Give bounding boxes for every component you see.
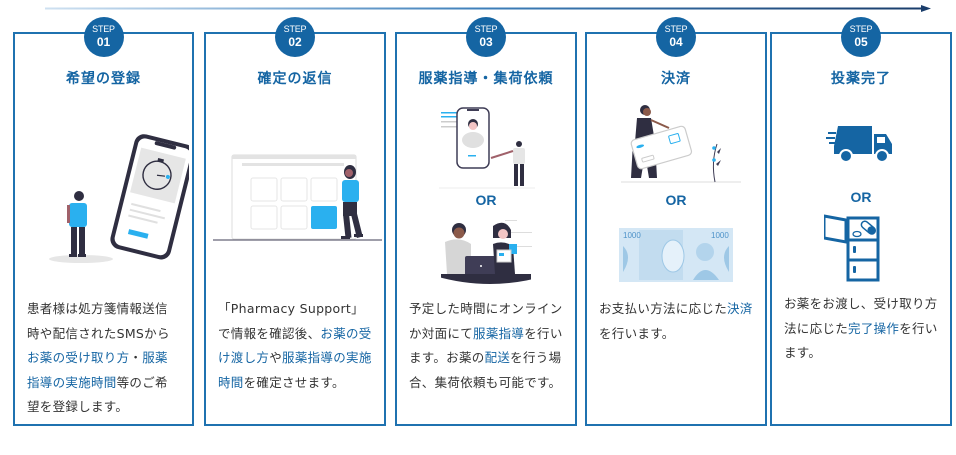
step-title: 希望の登録 — [66, 71, 141, 87]
medicine-locker-icon — [822, 214, 884, 286]
step-description: 「Pharmacy Support」で情報を確認後、お薬の受け渡し方や服薬指導の… — [206, 297, 384, 395]
step-card-05: STEP 05 投薬完了 OR お薬 — [770, 17, 952, 426]
step-title: 投薬完了 — [831, 71, 891, 87]
description-text: 等のご希望を登録します。 — [27, 374, 168, 415]
description-text: 予定した時間にオンラインか対面にて — [409, 301, 563, 341]
highlighted-text: 服薬指導 — [473, 325, 525, 341]
step-card-04: STEP 04 決済 OR — [585, 17, 767, 426]
step-badge-label: STEP — [474, 24, 498, 34]
highlighted-text: お薬の受け取り方 — [27, 350, 130, 365]
woman-with-calendar-illustration — [210, 152, 382, 251]
or-separator: OR — [850, 189, 872, 205]
step-title: 決済 — [661, 71, 691, 87]
description-text: や — [269, 350, 283, 365]
person-with-smartphone-illustration — [29, 129, 195, 273]
step-description: お薬をお渡し、受け取り方法に応じた完了操作を行います。 — [772, 292, 950, 366]
step-badge: STEP 02 — [275, 17, 315, 57]
step-badge: STEP 05 — [841, 17, 881, 57]
step-badge-label: STEP — [849, 24, 873, 34]
description-text: ・ — [129, 350, 143, 365]
description-text: 「Pharmacy Support」で情報を確認後、 — [218, 301, 364, 341]
banknote-value-right: 1000 — [711, 231, 729, 240]
online-consultation-illustration — [435, 106, 545, 194]
step-title: 確定の返信 — [257, 71, 333, 87]
step-card-03: STEP 03 服薬指導・集荷依頼 OR — [395, 17, 577, 426]
banknote-value-left: 1000 — [623, 231, 641, 240]
step-badge-number: 04 — [669, 35, 683, 49]
description-text: を行います。 — [784, 320, 938, 361]
step-badge: STEP 04 — [656, 17, 696, 57]
highlighted-text: 配送 — [484, 350, 511, 365]
description-text: を確定させます。 — [243, 374, 345, 390]
highlighted-text: 服薬指導の実施時間 — [218, 350, 372, 390]
description-text: を行います。 — [599, 325, 675, 341]
description-text: 患者様は処方箋情報送信時や配信されたSMSから — [27, 301, 170, 341]
step-description: 予定した時間にオンラインか対面にて服薬指導を行います。お薬の配送を行う場合、集荷… — [397, 297, 575, 395]
step-badge-label: STEP — [664, 24, 688, 34]
description-text: を行う場合、集荷依頼も可能です。 — [409, 350, 562, 390]
step-badge-label: STEP — [92, 24, 115, 34]
step-badge: STEP 01 — [83, 17, 124, 57]
step-card-02: STEP 02 確定の返信 「Pharmacy Support」で情報を確認後、 — [204, 17, 386, 426]
step-title: 服薬指導・集荷依頼 — [418, 71, 554, 87]
description-text: を行います。お薬の — [409, 325, 563, 366]
delivery-truck-icon — [826, 124, 896, 168]
yen-banknote-illustration: 1000 1000 — [619, 228, 733, 286]
face-to-face-consultation-illustration — [435, 212, 545, 294]
step-badge-number: 02 — [288, 35, 302, 49]
woman-holding-credit-card-illustration — [615, 102, 745, 190]
step-card-01: STEP 01 希望の登録 — [13, 17, 195, 426]
highlighted-text: 完了操作 — [848, 320, 900, 336]
step-badge-number: 05 — [854, 35, 868, 49]
timeline-arrow — [45, 5, 931, 12]
step-badge-number: 03 — [479, 35, 493, 49]
highlighted-text: 決済 — [727, 301, 753, 316]
step-description: お支払い方法に応じた決済を行います。 — [587, 297, 765, 346]
step-badge-label: STEP — [283, 24, 307, 34]
highlighted-text: お薬の受け渡し方 — [218, 325, 372, 366]
step-badge: STEP 03 — [466, 17, 506, 57]
highlighted-text: 服薬指導の実施時間 — [27, 350, 168, 390]
step-description: 患者様は処方箋情報送信時や配信されたSMSからお薬の受け取り方・服薬指導の実施時… — [15, 297, 192, 420]
description-text: お支払い方法に応じた — [599, 301, 728, 316]
description-text: お薬をお渡し、受け取り方法に応じた — [784, 296, 938, 336]
step-badge-number: 01 — [96, 35, 111, 49]
or-separator: OR — [475, 192, 497, 208]
or-separator: OR — [665, 192, 687, 208]
